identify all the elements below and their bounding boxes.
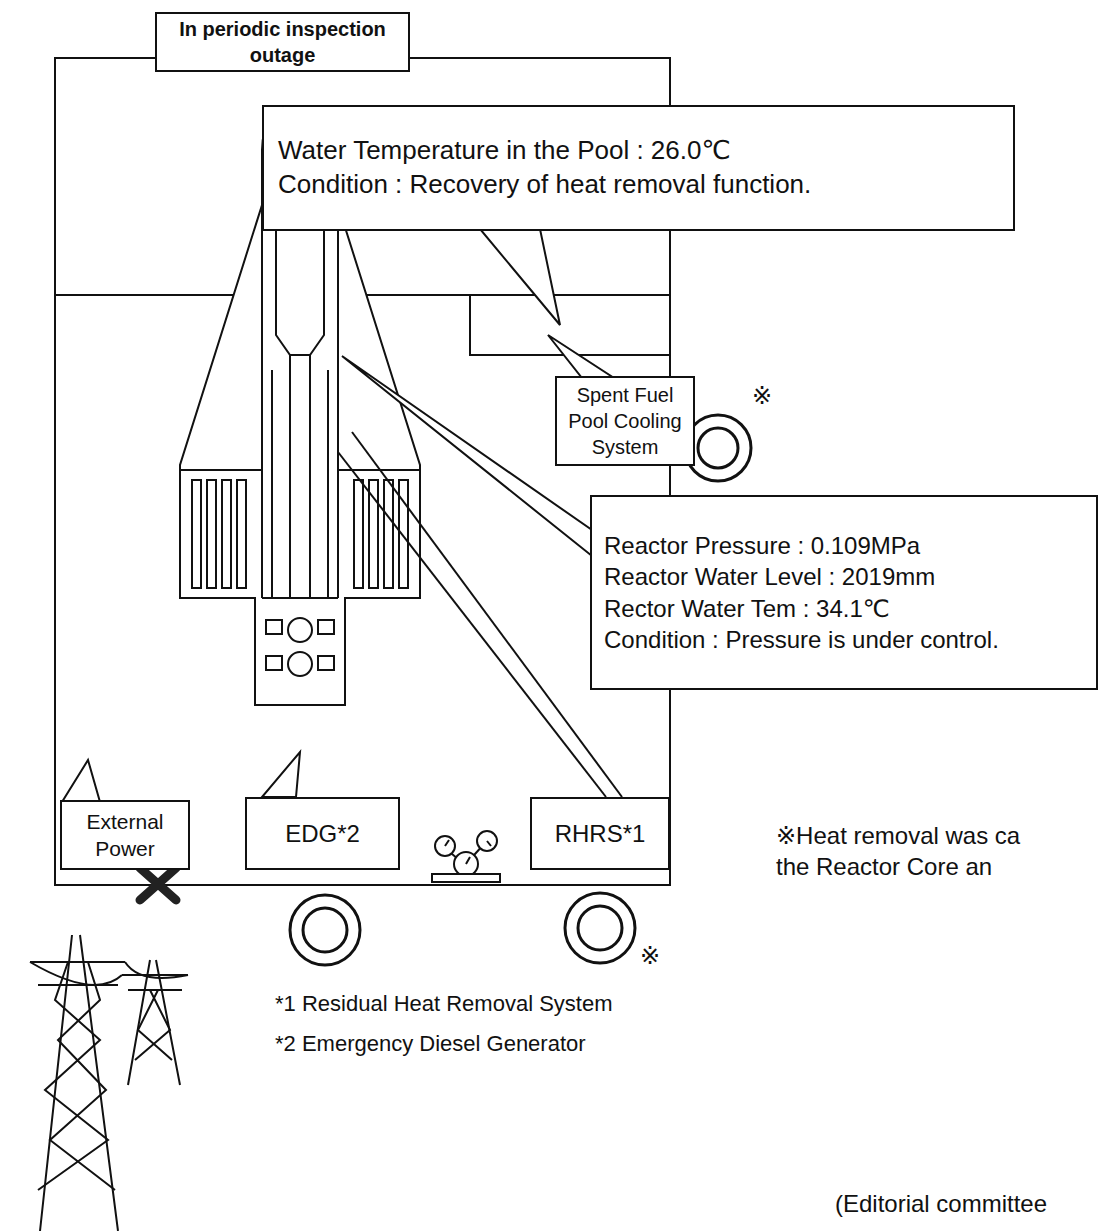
reactor-building <box>55 58 670 885</box>
callout-tails <box>548 335 614 378</box>
pressure-vessel <box>266 656 282 670</box>
containment-vessel <box>180 469 262 471</box>
callout-box: EDG*2 <box>245 797 400 870</box>
pressure-vessel <box>290 355 310 598</box>
note-text: (Editorial committee <box>835 1188 1047 1219</box>
pump-symbols <box>698 428 738 468</box>
pump-symbols <box>290 895 360 965</box>
callout-text: Reactor Water Level : 2019mm <box>604 561 935 592</box>
pressure-vessel <box>272 370 328 598</box>
callout-box: In periodic inspection outage <box>155 12 410 72</box>
callout-box: Reactor Pressure : 0.109MPaReactor Water… <box>590 495 1098 690</box>
transmission-towers <box>30 962 188 985</box>
callout-text: EDG*2 <box>285 818 360 849</box>
callout-text: In periodic inspection outage <box>165 16 400 68</box>
callout-text: Water Temperature in the Pool : 26.0℃ <box>278 134 731 168</box>
note-mark: ※ <box>640 940 660 971</box>
pressure-vessel <box>288 618 312 642</box>
callout-text: External Power <box>68 808 182 863</box>
suppression-pool <box>237 480 246 588</box>
containment-vessel <box>180 110 420 705</box>
suppression-pool <box>207 480 216 588</box>
containment-vessel <box>337 205 339 598</box>
gauge-symbol <box>432 874 500 882</box>
gauge-symbol <box>432 831 500 882</box>
callout-tails <box>262 752 300 797</box>
suppression-pool <box>192 480 201 588</box>
callout-tails <box>62 229 622 802</box>
callout-text: Condition : Recovery of heat removal fun… <box>278 168 811 202</box>
callout-text: Reactor Pressure : 0.109MPa <box>604 530 920 561</box>
power-loss-cross <box>140 868 176 900</box>
note-text: *2 Emergency Diesel Generator <box>275 1030 586 1059</box>
callout-tails <box>342 356 592 556</box>
transmission-towers <box>38 962 115 1190</box>
suppression-pool <box>354 480 363 588</box>
callout-tails <box>480 229 560 325</box>
callout-text: Spent Fuel Pool Cooling System <box>563 382 687 460</box>
note-mark: ※ <box>752 380 772 411</box>
callout-tails <box>338 452 606 797</box>
callout-box: RHRS*1 <box>530 797 670 870</box>
gauge-symbol <box>445 840 491 864</box>
pump-symbols <box>303 908 347 952</box>
suppression-pool <box>192 480 408 588</box>
pressure-vessel <box>288 652 312 676</box>
power-loss-cross <box>140 868 176 900</box>
reactor-building <box>55 58 670 885</box>
pressure-vessel <box>318 620 334 634</box>
callout-box: External Power <box>60 800 190 870</box>
transmission-towers <box>30 935 188 1231</box>
pump-symbols <box>685 415 751 481</box>
note-text: ※Heat removal was ca the Reactor Core an <box>776 820 1048 882</box>
suppression-pool <box>384 480 393 588</box>
power-loss-cross <box>140 868 176 900</box>
callout-text: Condition : Pressure is under control. <box>604 624 999 655</box>
callout-box: Water Temperature in the Pool : 26.0℃Con… <box>262 105 1015 231</box>
callout-text: RHRS*1 <box>555 818 646 849</box>
pump-symbols <box>565 893 635 963</box>
pump-symbols <box>578 906 622 950</box>
pressure-vessel <box>276 128 324 355</box>
callout-text: Rector Water Tem : 34.1℃ <box>604 593 890 624</box>
pressure-vessel <box>262 597 338 599</box>
pressure-vessel <box>262 128 338 676</box>
pressure-vessel <box>266 620 282 634</box>
containment-vessel <box>261 205 263 598</box>
note-text: *1 Residual Heat Removal System <box>275 990 612 1019</box>
containment-vessel <box>180 110 420 705</box>
spent-fuel-pool <box>470 295 670 355</box>
callout-tails <box>352 432 622 797</box>
callout-box: Spent Fuel Pool Cooling System <box>555 376 695 466</box>
pump-symbols <box>290 415 751 965</box>
callout-tails <box>62 760 100 802</box>
pressure-vessel <box>318 656 334 670</box>
suppression-pool <box>222 480 231 588</box>
transmission-towers <box>135 990 172 1060</box>
transmission-towers <box>128 960 180 1085</box>
